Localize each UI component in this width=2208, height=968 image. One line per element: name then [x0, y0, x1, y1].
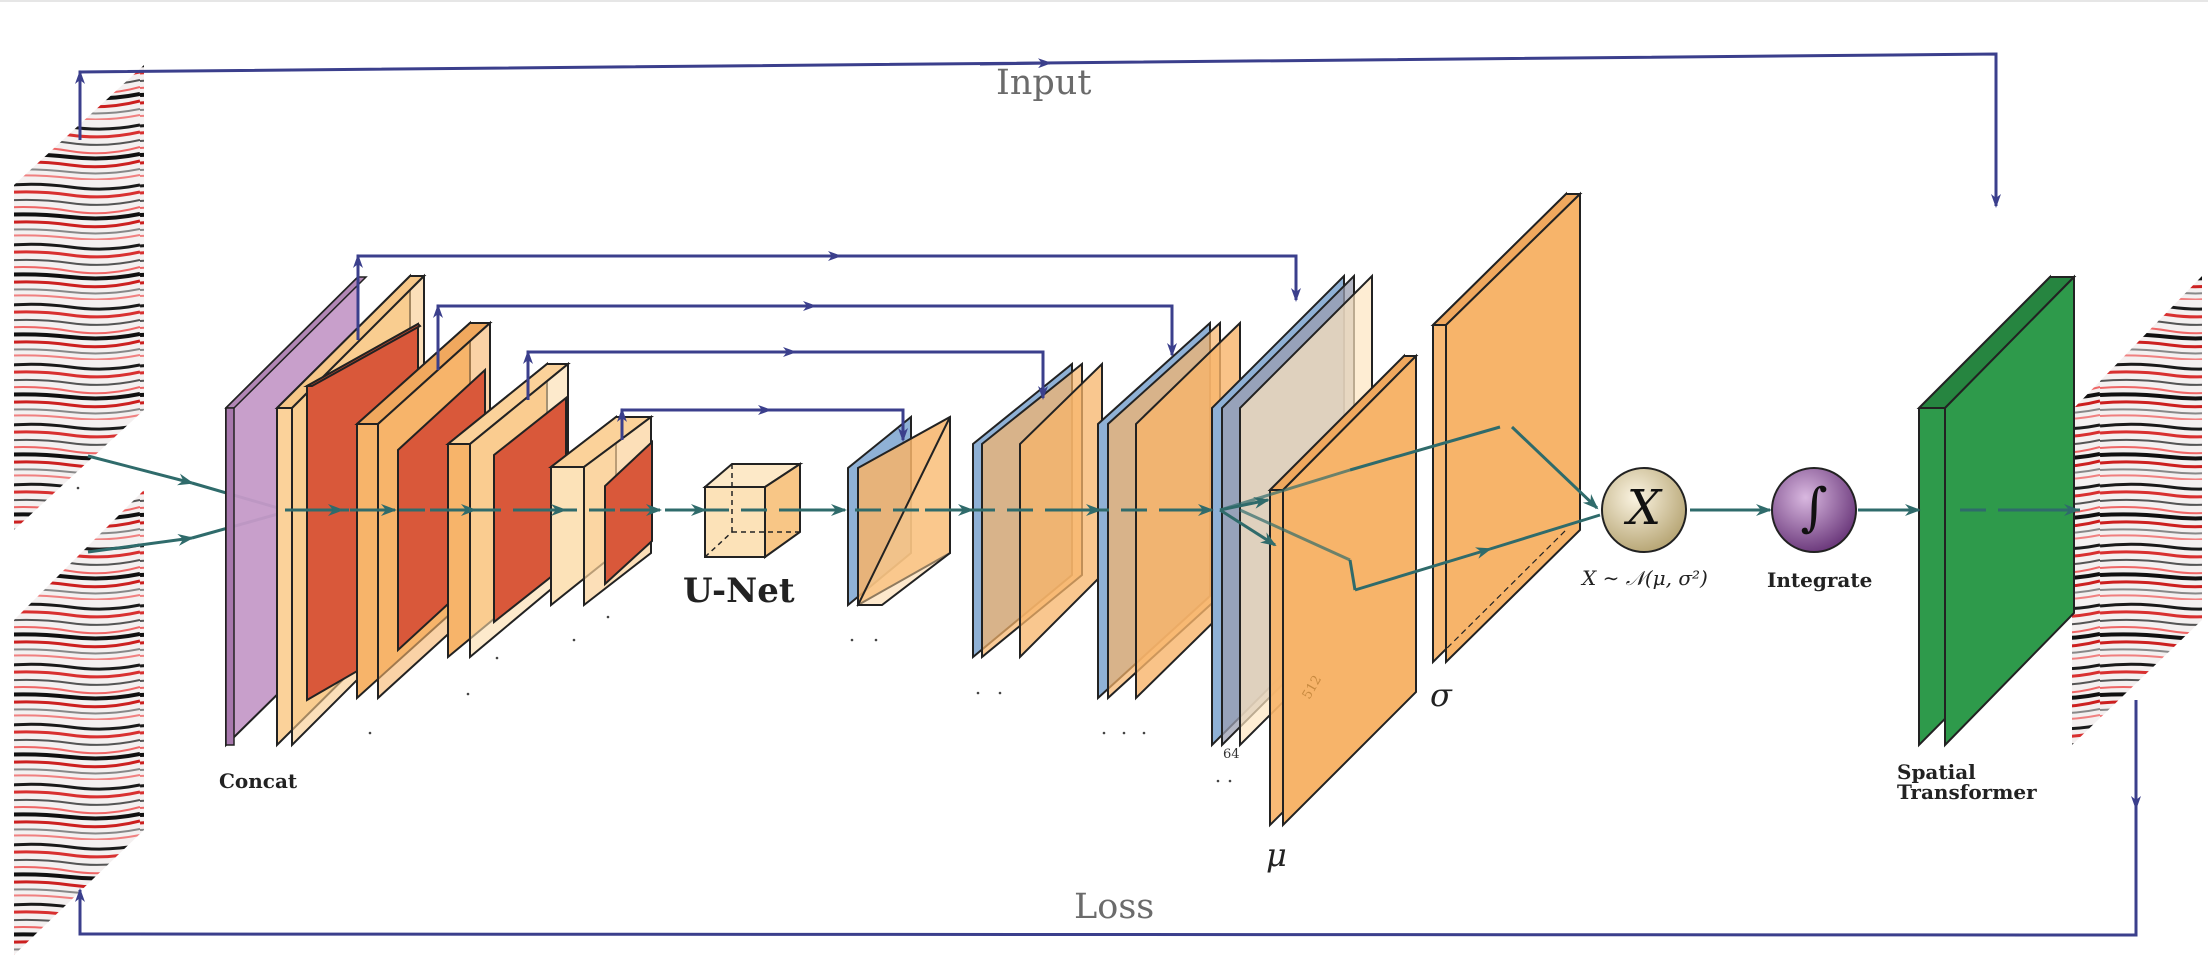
encoder-block-4	[548, 414, 655, 608]
integrate-label: Integrate	[1767, 568, 1873, 592]
spatial-transformer-label-line1: Spatial	[1897, 760, 1976, 784]
loss-loop	[75, 700, 2141, 937]
mu-layer	[1267, 353, 1419, 828]
sampling-node	[1601, 467, 1687, 553]
moving-image	[14, 65, 144, 530]
x-node-label: X	[1626, 480, 1662, 536]
dimension-dots	[76, 486, 1232, 783]
skip-connections	[353, 251, 1301, 442]
sigma-layer	[1430, 191, 1583, 665]
concat-label: Concat	[219, 769, 298, 793]
unet-label: U-Net	[683, 571, 795, 611]
dim-64-label: 64	[1223, 747, 1240, 762]
mu-label: μ	[1266, 836, 1287, 874]
input-loop	[75, 52, 2001, 208]
input-label: Input	[996, 63, 1092, 103]
sigma-label: σ	[1430, 676, 1452, 714]
main-flow	[285, 425, 2080, 592]
distribution-label: X ∼ 𝒩(μ, σ²)	[1582, 566, 1708, 590]
integrate-symbol: ∫	[1800, 478, 1828, 538]
fixed-image	[14, 490, 144, 955]
spatial-transformer-label-line2: Transformer	[1897, 780, 2037, 804]
loss-label: Loss	[1074, 887, 1155, 927]
integrate-node	[1771, 467, 1857, 553]
warped-image	[2072, 276, 2202, 745]
